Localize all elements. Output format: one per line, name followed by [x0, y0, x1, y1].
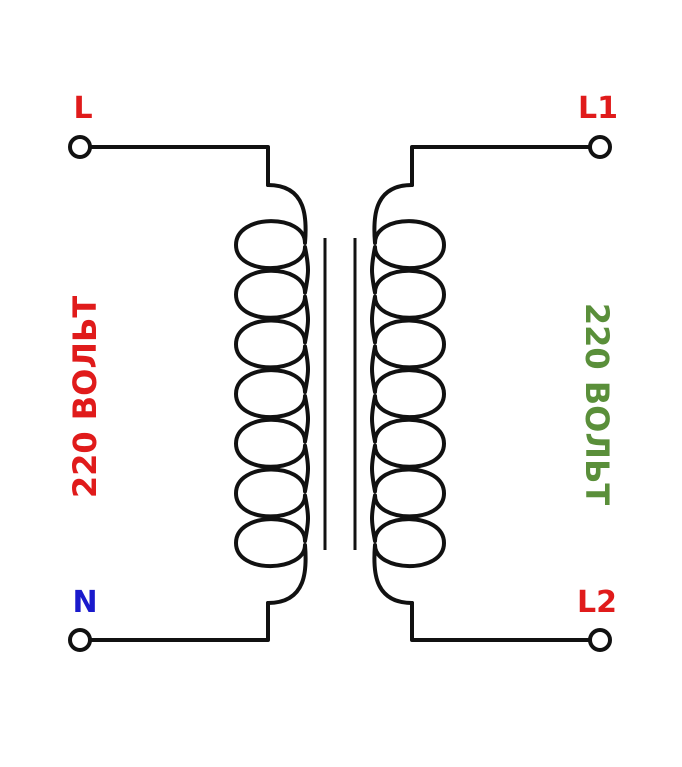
primary-voltage-label: 220 ВОЛЬТ: [66, 296, 104, 499]
secondary-bottom-wire: [410, 601, 592, 642]
label-l1: L1: [578, 91, 618, 126]
secondary-winding: [370, 135, 612, 652]
terminal-l2: [588, 628, 612, 652]
label-l: L: [73, 91, 92, 126]
secondary-voltage-label: 220 ВОЛЬТ: [578, 303, 616, 506]
primary-bottom-wire: [88, 601, 270, 642]
terminal-n: [68, 628, 92, 652]
label-l2: L2: [577, 585, 617, 620]
terminal-l: [68, 135, 92, 159]
transformer-core: [323, 238, 357, 550]
terminal-l1: [588, 135, 612, 159]
primary-winding: [68, 135, 310, 652]
secondary-coil: [370, 183, 446, 605]
primary-coil: [234, 183, 310, 605]
secondary-top-wire: [410, 145, 592, 187]
primary-top-wire: [88, 145, 270, 187]
label-n: N: [72, 585, 97, 620]
